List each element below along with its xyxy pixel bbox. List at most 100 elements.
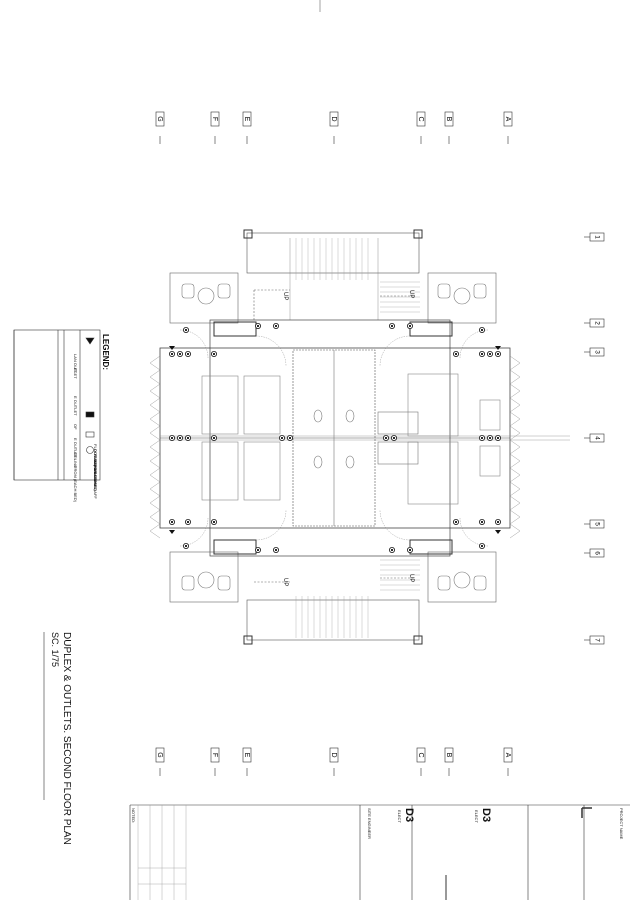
grid-number-label: 7 [593,638,600,642]
sheet-code: D3 [403,808,415,823]
outlet-marker-dot [186,520,190,524]
legend-right-item-7: MAIN [93,479,98,489]
outlet-marker-dot [480,544,484,548]
outlet-marker-dot [454,352,458,356]
grid-letter-label: A [504,753,511,758]
grid-letter-label: B [445,753,452,758]
grid-bubble-g: G [155,747,165,776]
outlet-marker-dot [212,436,216,440]
outlet-marker-dot [170,436,174,440]
sheet-code-2: D3 [480,808,492,823]
grid-number-label: 3 [593,350,600,354]
grid-letter-label: E [243,753,250,758]
outlet-marker-dot [280,436,284,440]
up-label-2: UP [408,290,414,299]
outlet-marker-dot [212,520,216,524]
grid-letter-label: A [504,117,511,122]
grid-letter-label: G [156,116,163,121]
grid-bubble-d: D [329,111,339,144]
grid-letter-label: D [330,116,337,121]
grid-number-label: 5 [593,522,600,526]
grid-bubble-e: E [242,747,252,776]
grid-bubble-b: B [444,747,454,776]
grid-bubble-b: B [444,111,454,144]
outlet-marker-dot [274,548,278,552]
lan-outlet-marker [169,530,175,534]
lan-outlet-marker [169,346,175,350]
outlet-marker-dot [480,328,484,332]
grid-number-label: 2 [593,321,600,325]
grid-bubble-7: 7 [584,635,605,645]
outlet-marker-dot [256,548,260,552]
grid-bubble-6: 6 [584,548,605,558]
grid-bubble-c: C [416,111,426,144]
outlet-marker-dot [384,436,388,440]
outlet-marker-dot [488,436,492,440]
outlet-marker-dot [408,324,412,328]
grid-bubble-g: G [155,111,165,144]
outlet-marker-dot [480,436,484,440]
outlet-marker-dot [274,324,278,328]
lan-outlet-marker [495,346,501,350]
grid-bubble-d: D [329,747,339,776]
building-plan [149,229,570,645]
grid-number-label: 1 [593,235,600,239]
outlet-marker-dot [186,436,190,440]
outlet-marker-dot [390,548,394,552]
grid-number-label: 4 [593,436,600,440]
grid-letter-label: E [243,117,250,122]
drawing-title: DUPLEX & OUTLETS. SECOND FLOOR PLAN [61,632,72,845]
grid-bubble-4: 4 [584,433,605,443]
drawing-scale: SC. 1/75 [50,632,60,668]
grid-numbers-right: 1 2 3 4 5 6 7 [584,232,605,645]
legend-title: LEGEND: [101,334,110,370]
outlet-marker-dot [186,352,190,356]
up-label-4: UP [408,574,414,583]
legend-left-item-1: ET [73,368,78,374]
project-name-label: PROJECT NAME [619,808,624,840]
outlet-marker-dot [496,352,500,356]
grid-letter-label: B [445,117,452,122]
grid-bubble-2: 2 [584,318,605,328]
title-block [43,632,630,900]
outlet-marker-dot [170,520,174,524]
grid-letter-label: G [156,752,163,757]
legend-left-item-3: E OUTLET [73,396,78,416]
up-label-1: UP [282,292,288,301]
grid-bubble-f: F [210,111,220,144]
grid-bubble-a: A [503,747,513,776]
outlet-marker-dot [390,324,394,328]
grid-bubble-a: A [503,111,513,144]
outlet-marker-dot [480,520,484,524]
grid-bubble-c: C [416,747,426,776]
grid-letter-label: C [417,752,424,757]
grid-bubble-5: 5 [584,519,605,529]
grid-letter-label: C [417,116,424,121]
legend-left-item-5: OF [73,424,78,430]
grid-letter-label: F [211,753,218,757]
outlet-marker-dot [496,520,500,524]
legend-left-item-8: FROM (EACH BED) [73,466,78,502]
outlet-marker-dot [488,352,492,356]
outlet-marker-dot [408,548,412,552]
grid-bubble-3: 3 [584,347,605,357]
outlet-marker-dot [480,352,484,356]
outlet-marker-dot [288,436,292,440]
outlet-marker-dot [212,352,216,356]
sheet-sub-2: ELECT [474,810,479,823]
grid-letter-label: F [211,117,218,121]
outlet-marker-dot [184,544,188,548]
sheet-sub: ELECT [397,810,402,823]
grid-number-label: 6 [593,551,600,555]
lan-outlet-marker [495,530,501,534]
legend-box [13,329,101,481]
up-label-3: UP [282,578,288,587]
site-engineer-label: SITE ENGINEER [367,808,372,839]
grid-letter-label: D [330,752,337,757]
outlet-marker-dot [178,352,182,356]
outlet-marker-dot [178,436,182,440]
